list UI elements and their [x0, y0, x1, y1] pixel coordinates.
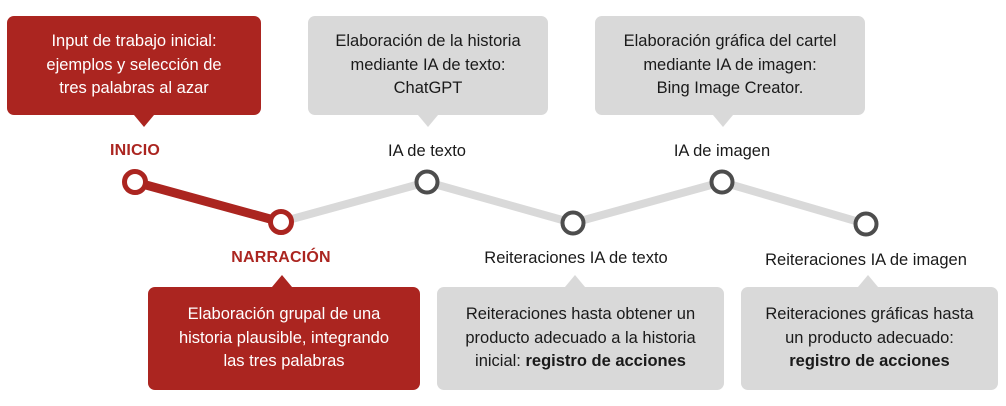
callout-tail-inicio — [134, 115, 154, 127]
node-label-inicio: INICIO — [109, 142, 161, 159]
callout-text-inicio: Input de trabajo inicial:ejemplos y sele… — [46, 32, 222, 98]
timeline-node-ia-de-imagen[interactable] — [709, 169, 735, 195]
node-label-ia-de-imagen: IA de imagen — [673, 142, 771, 160]
callout-tail-ia-de-texto — [418, 115, 438, 127]
callout-tail-narracion — [272, 275, 292, 287]
timeline-nodes — [122, 169, 879, 237]
timeline-segment-narracion-to-ia-de-texto — [277, 178, 431, 226]
timeline-segment-ia-de-imagen-to-reiteraciones-ia-de-imagen — [718, 178, 870, 228]
callout-tail-reiteraciones-ia-de-imagen — [858, 275, 878, 287]
node-label-ia-de-texto: IA de texto — [388, 142, 466, 160]
callout-tail-reiteraciones-ia-de-texto — [565, 275, 585, 287]
timeline-segment-inicio-to-narracion — [130, 177, 286, 227]
timeline-node-reiteraciones-ia-de-texto[interactable] — [560, 210, 586, 236]
timeline-segments — [130, 177, 870, 228]
node-label-reiteraciones-ia-de-imagen: Reiteraciones IA de imagen — [765, 251, 967, 269]
node-label-reiteraciones-ia-de-texto: Reiteraciones IA de texto — [484, 249, 668, 267]
timeline-node-narracion[interactable] — [268, 209, 294, 235]
callout-inicio: Input de trabajo inicial:ejemplos y sele… — [7, 16, 261, 127]
timeline-node-inicio[interactable] — [122, 169, 148, 195]
timeline-node-ia-de-texto[interactable] — [414, 169, 440, 195]
node-label-narracion: NARRACIÓN — [231, 249, 331, 266]
timeline-node-reiteraciones-ia-de-imagen[interactable] — [853, 211, 879, 237]
timeline-segment-ia-de-texto-to-reiteraciones-ia-de-texto — [423, 178, 577, 227]
timeline-segment-reiteraciones-ia-de-texto-to-ia-de-imagen — [569, 178, 726, 227]
callout-tail-ia-de-imagen — [713, 115, 733, 127]
